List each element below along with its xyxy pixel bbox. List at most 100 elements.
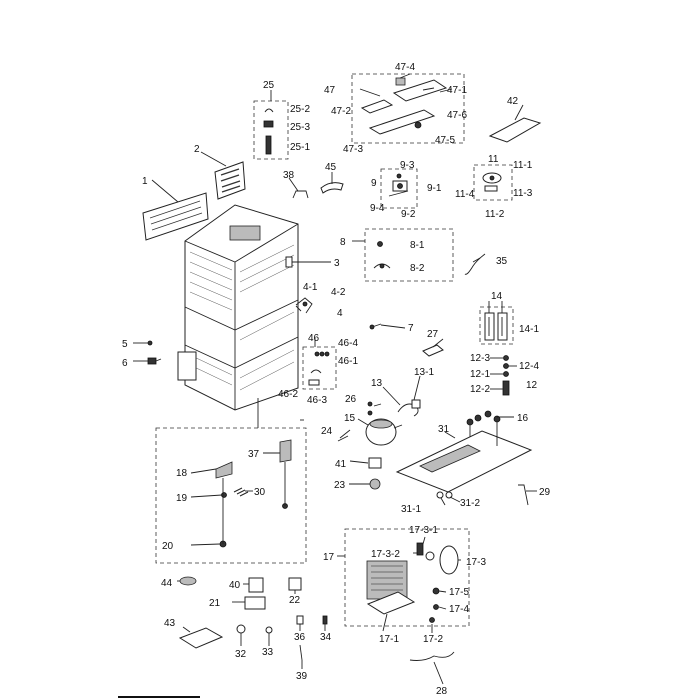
callout-11-3: 11-3 — [513, 188, 533, 199]
callout-37: 37 — [248, 449, 260, 460]
callout-8-1: 8-1 — [410, 240, 425, 251]
callout-46-4: 46-4 — [338, 338, 358, 349]
callout-17-4: 17-4 — [449, 604, 469, 615]
callout-12-4: 12-4 — [519, 361, 539, 372]
callout-5: 5 — [122, 339, 128, 350]
callout-11-1: 11-1 — [513, 160, 533, 171]
callout-17: 17 — [323, 552, 335, 563]
callout-14: 14 — [491, 291, 503, 302]
callout-15: 15 — [344, 413, 356, 424]
group-box-11 — [473, 164, 513, 201]
part-24 — [337, 435, 349, 442]
part-35-wire — [464, 253, 486, 275]
part-42-duct — [488, 117, 542, 143]
part-46-parts — [308, 351, 330, 386]
part-38-bracket — [292, 190, 309, 199]
callout-47-3: 47-3 — [343, 144, 363, 155]
callout-2: 2 — [194, 144, 200, 155]
part-45-bracket — [320, 182, 344, 194]
callout-14-1: 14-1 — [519, 324, 539, 335]
part-31-base-plate — [395, 410, 533, 499]
callout-47-4: 47-4 — [395, 62, 415, 73]
callout-9-1: 9-1 — [427, 183, 442, 194]
callout-11: 11 — [488, 154, 499, 165]
callout-31: 31 — [438, 424, 450, 435]
callout-46-3: 46-3 — [307, 395, 327, 406]
part-11-assembly — [482, 172, 502, 192]
part-15-compressor — [365, 418, 403, 446]
callout-9: 9 — [371, 178, 377, 189]
part-13-harness — [397, 399, 421, 417]
group-box-17 — [344, 528, 470, 627]
callout-47-1: 47-1 — [447, 85, 467, 96]
lower-group-parts — [215, 439, 292, 548]
callout-34: 34 — [320, 632, 332, 643]
part-26 — [367, 401, 373, 416]
callout-18: 18 — [176, 468, 188, 479]
callout-46-2: 46-2 — [278, 389, 298, 400]
part-29-tool — [518, 484, 529, 506]
callout-46: 46 — [308, 333, 320, 344]
callout-28: 28 — [436, 686, 448, 697]
callout-17-5: 17-5 — [449, 587, 469, 598]
part-27 — [422, 344, 444, 357]
part-1-panel — [142, 192, 209, 241]
callout-36: 36 — [294, 632, 306, 643]
callout-31-2: 31-2 — [460, 498, 480, 509]
callout-29: 29 — [539, 487, 551, 498]
callout-labels: 1 2 3 4 4-1 4-2 5 6 7 8 8-1 8-2 9 9-1 9-… — [122, 62, 551, 697]
callout-44: 44 — [161, 578, 173, 589]
bottom-parts — [178, 576, 455, 661]
group-box-8 — [364, 228, 454, 282]
callout-25-1: 25-1 — [290, 142, 310, 153]
callout-24: 24 — [321, 426, 333, 437]
group-box-46 — [302, 346, 337, 390]
part-7 — [369, 323, 382, 330]
callout-47-6: 47-6 — [447, 110, 467, 121]
part-9-assembly — [388, 173, 409, 197]
callout-38: 38 — [283, 170, 295, 181]
callout-39: 39 — [296, 671, 308, 682]
callout-8: 8 — [340, 237, 346, 248]
callout-41: 41 — [335, 459, 347, 470]
callout-25-3: 25-3 — [290, 122, 310, 133]
callout-11-4: 11-4 — [455, 189, 475, 200]
callout-12-1: 12-1 — [470, 369, 490, 380]
callout-17-3-1: 17-3-1 — [409, 525, 438, 536]
callout-32: 32 — [235, 649, 247, 660]
callout-45: 45 — [325, 162, 337, 173]
part-41 — [368, 457, 382, 469]
callout-6: 6 — [122, 358, 128, 369]
callout-9-3: 9-3 — [400, 160, 415, 171]
callout-31-1: 31-1 — [401, 504, 421, 515]
callout-17-2: 17-2 — [423, 634, 443, 645]
callout-11-2: 11-2 — [485, 209, 505, 220]
callout-3: 3 — [334, 258, 340, 269]
part-4-clip — [295, 297, 313, 314]
callout-9-2: 9-2 — [401, 209, 416, 220]
part-14-rails — [484, 312, 508, 341]
cabinet — [177, 204, 299, 411]
callout-35: 35 — [496, 256, 508, 267]
callout-42: 42 — [507, 96, 519, 107]
callout-7: 7 — [408, 323, 414, 334]
callout-25: 25 — [263, 80, 275, 91]
callout-47-5: 47-5 — [435, 135, 455, 146]
group-box-47 — [351, 73, 465, 144]
leader-lines — [133, 73, 537, 685]
callout-17-1: 17-1 — [379, 634, 399, 645]
part-23 — [369, 478, 381, 490]
callout-47: 47 — [324, 85, 336, 96]
callout-4-1: 4-1 — [303, 282, 318, 293]
callout-43: 43 — [164, 618, 176, 629]
callout-17-3-2: 17-3-2 — [371, 549, 400, 560]
callout-1: 1 — [142, 176, 148, 187]
part-5 — [147, 340, 153, 346]
callout-12-2: 12-2 — [470, 384, 490, 395]
callout-9-4: 9-4 — [370, 203, 385, 214]
callout-4-2: 4-2 — [331, 287, 346, 298]
callout-12-3: 12-3 — [470, 353, 490, 364]
callout-26: 26 — [345, 394, 357, 405]
callout-47-2: 47-2 — [331, 106, 351, 117]
